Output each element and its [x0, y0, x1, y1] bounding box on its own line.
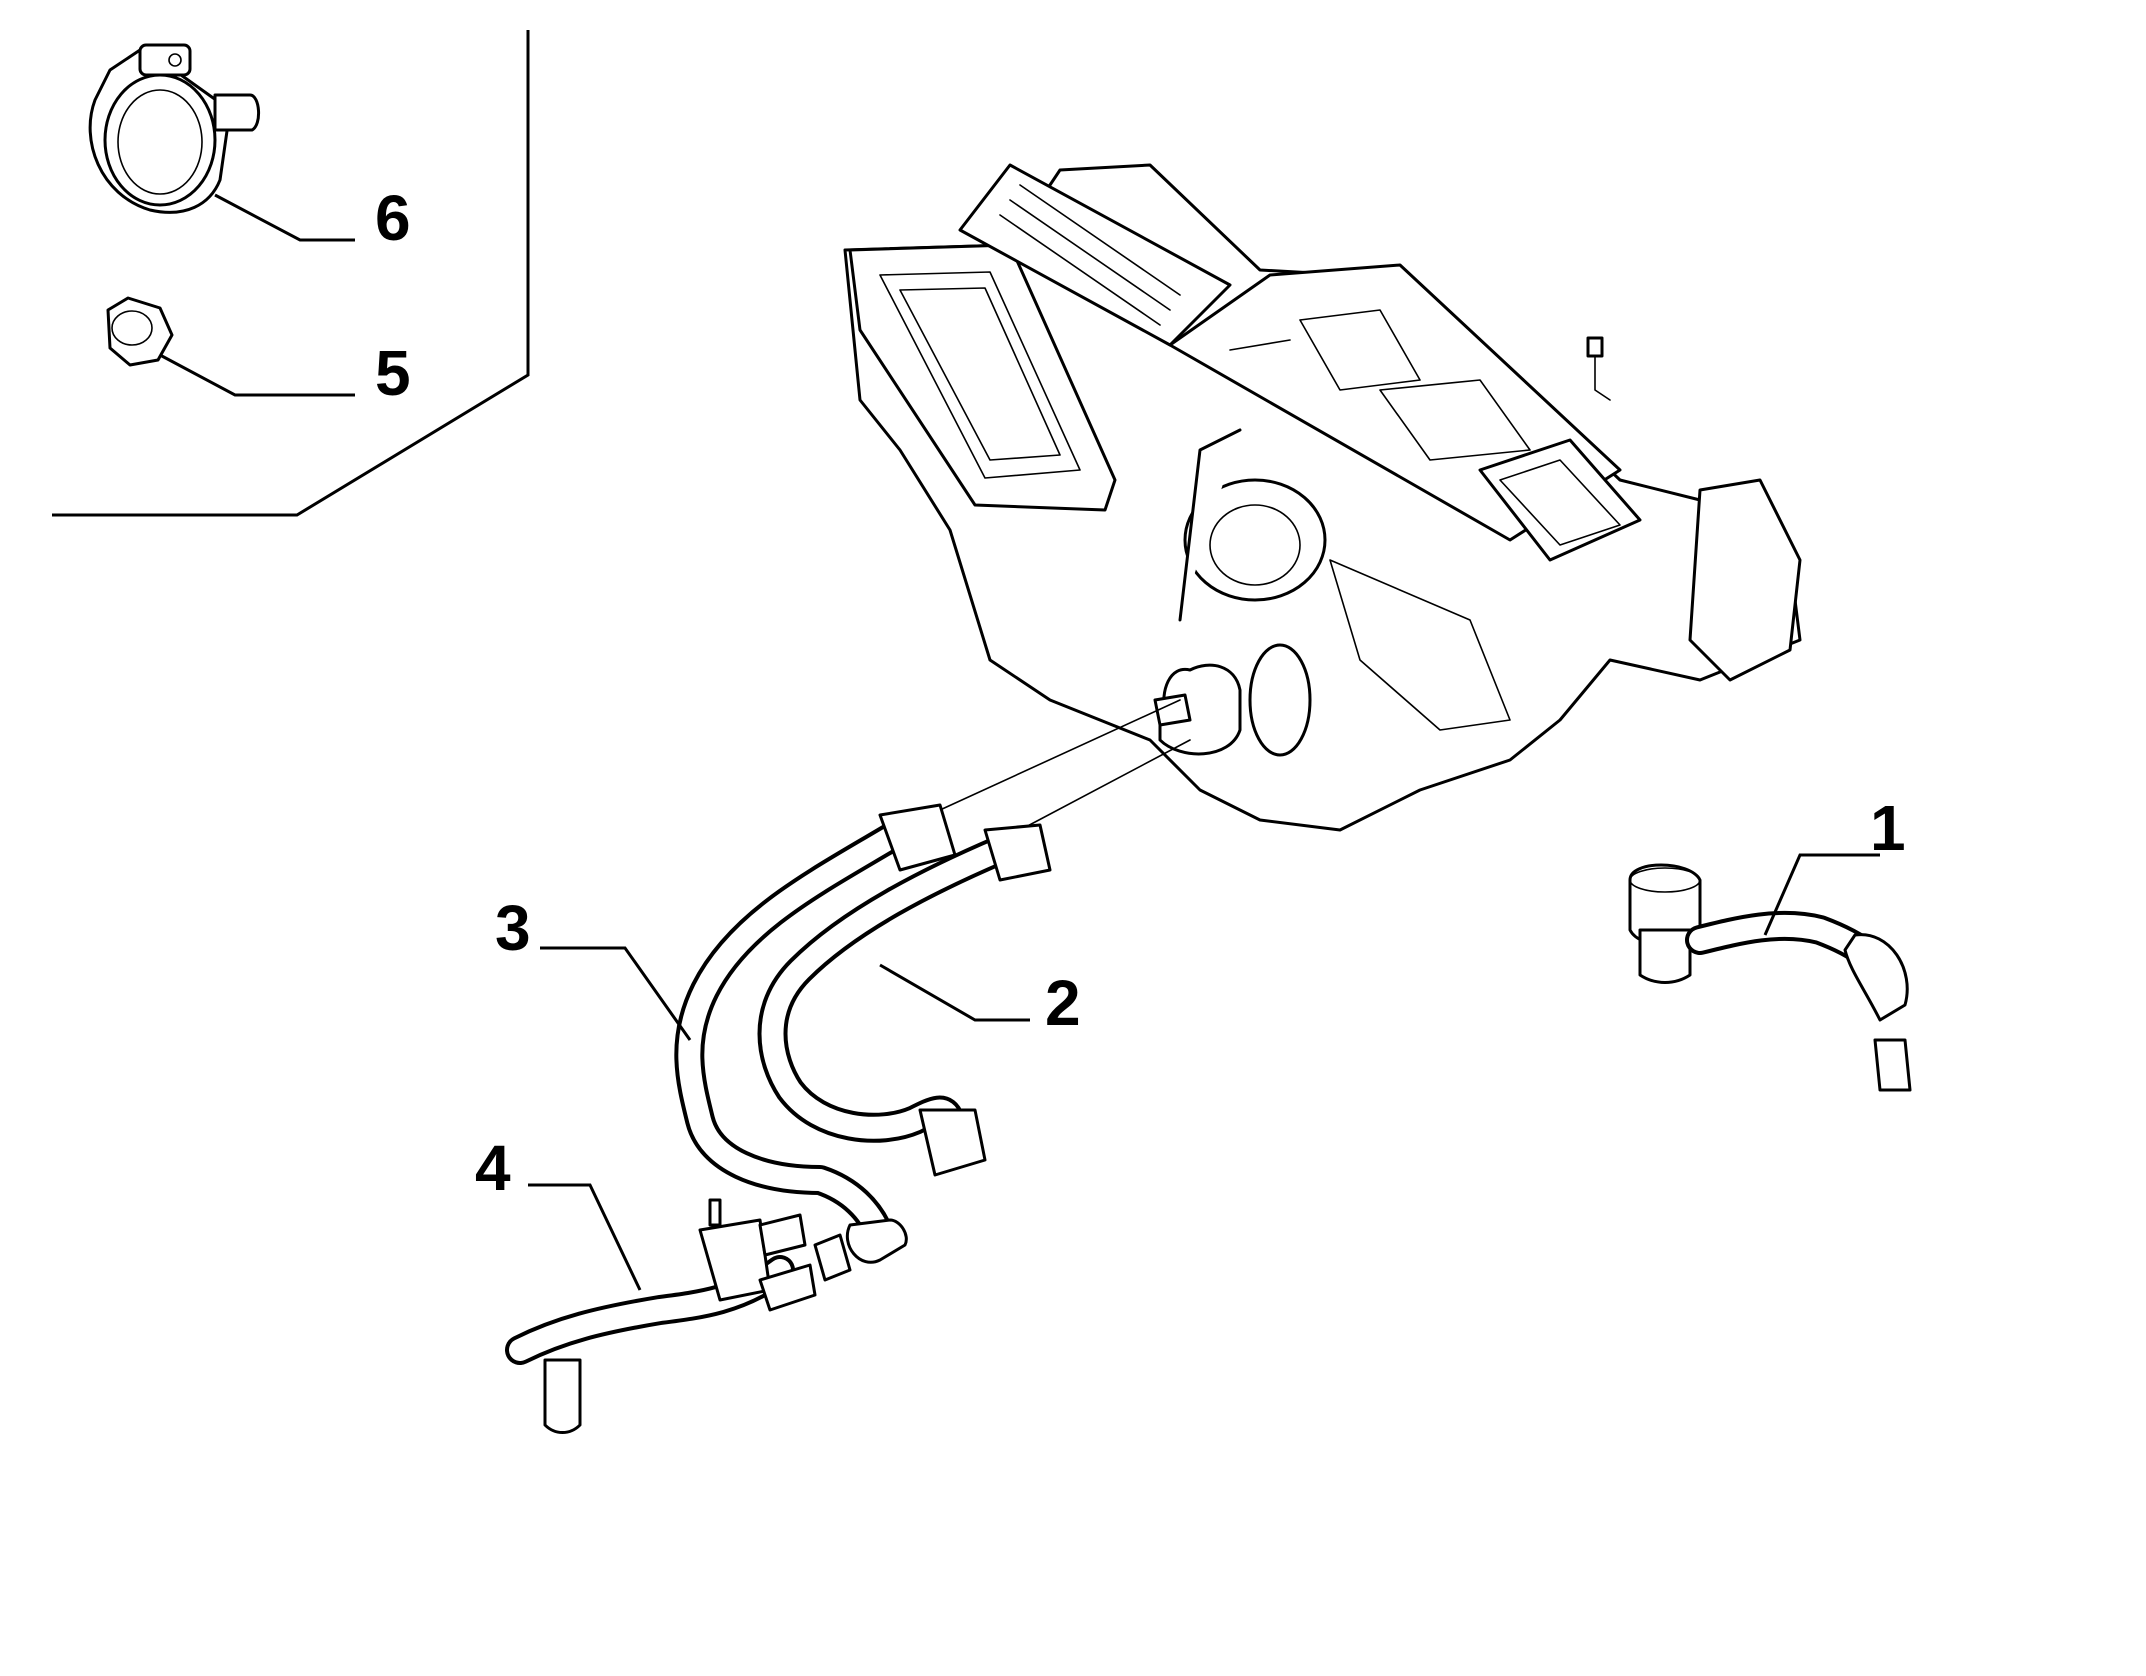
- leader-4: [528, 1183, 642, 1291]
- part-5-nut: [106, 296, 174, 367]
- callout-1: 1: [1870, 792, 1906, 864]
- leader-1: [1763, 853, 1880, 936]
- connection-line-b: [1019, 739, 1191, 831]
- callout-6: 6: [375, 182, 411, 254]
- callout-4: 4: [475, 1132, 511, 1204]
- part-6-clamp: [88, 43, 260, 214]
- leader-2: [879, 963, 1030, 1022]
- callout-2: 2: [1045, 967, 1081, 1039]
- part-3-hose: [674, 803, 957, 1264]
- leader-3: [540, 946, 692, 1041]
- callout-5: 5: [375, 337, 411, 409]
- connection-line-a: [939, 699, 1181, 811]
- inset-frame: [52, 30, 530, 517]
- callout-3: 3: [495, 892, 531, 964]
- part-2-hose: [757, 823, 1052, 1177]
- leader-5: [159, 353, 355, 397]
- hvac-heater-unit: [843, 163, 1802, 832]
- part-1-hose: [1628, 863, 1912, 1092]
- part-4-hose: [505, 1198, 852, 1434]
- leader-6: [214, 193, 355, 242]
